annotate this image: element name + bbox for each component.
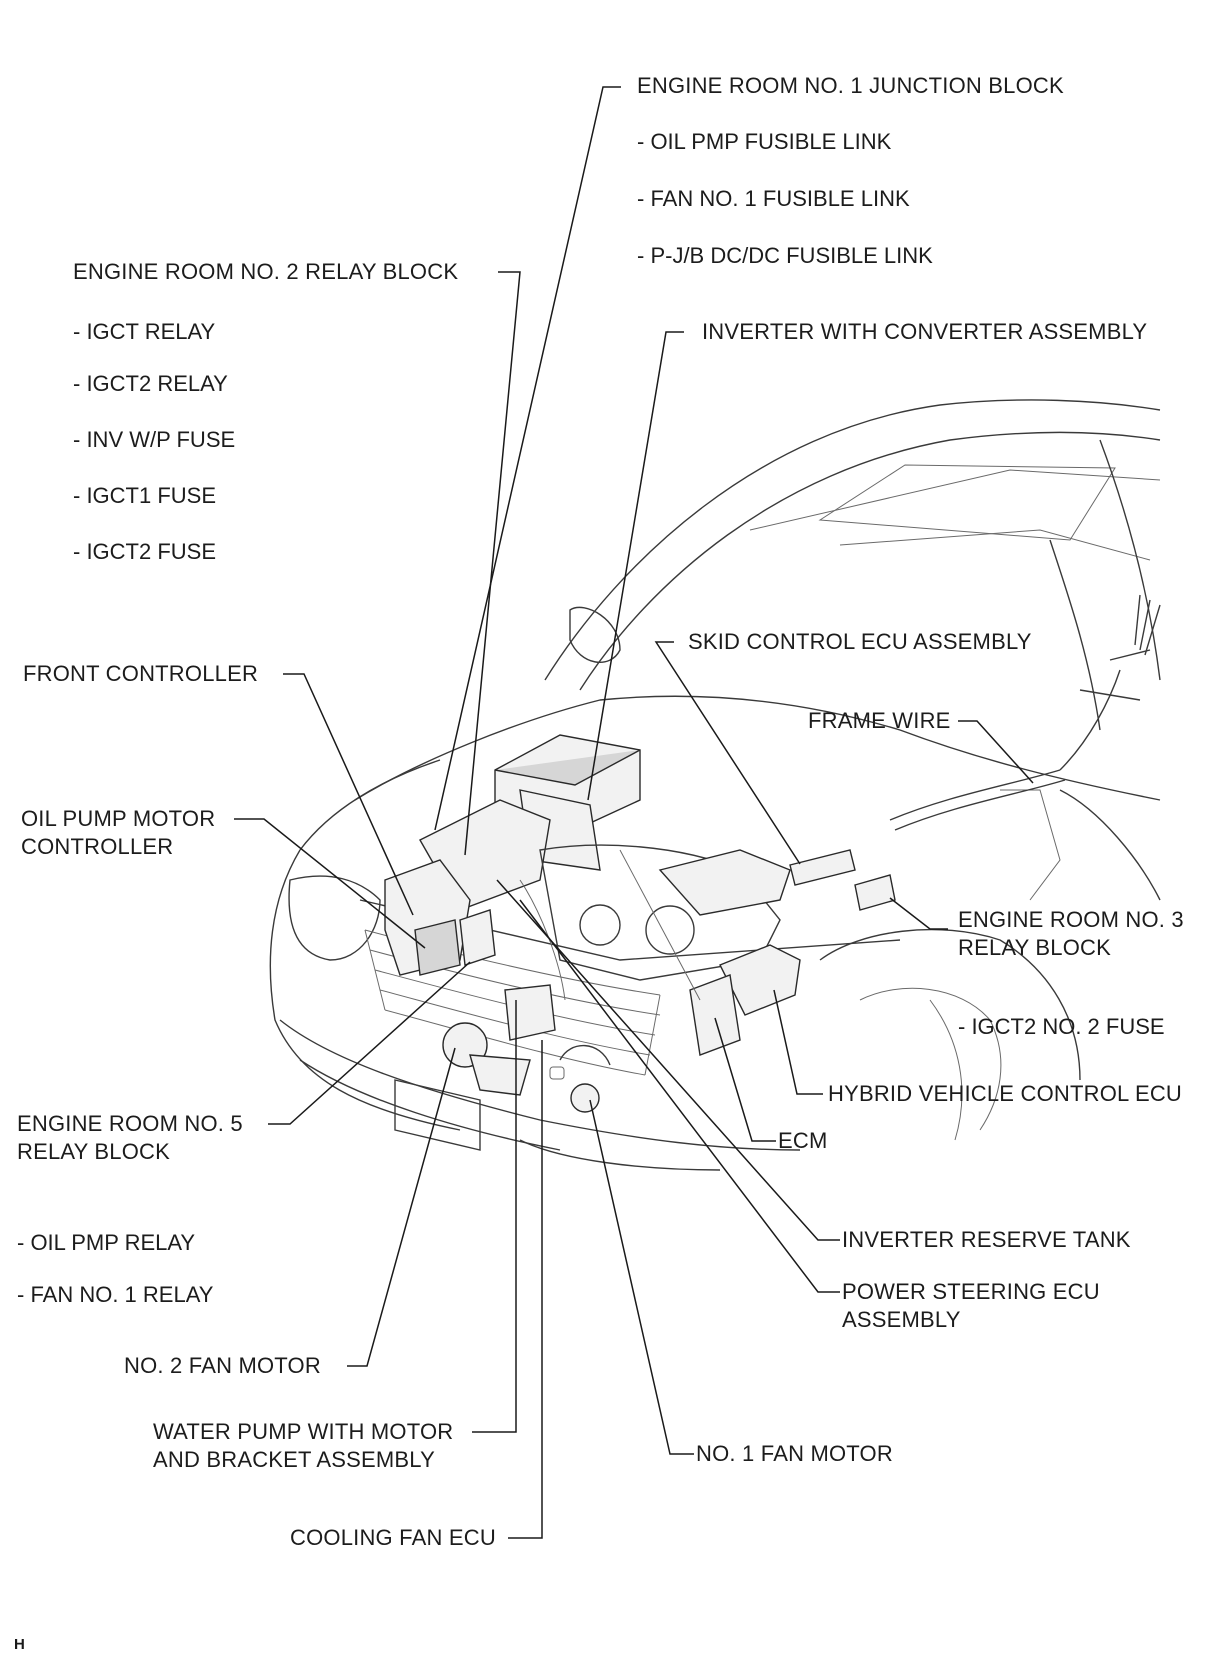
engine-components — [384, 734, 896, 1113]
label-hybrid-vehicle-control-ecu: HYBRID VEHICLE CONTROL ECU — [828, 1081, 1182, 1106]
label-inv-wp-fuse: - INV W/P FUSE — [73, 427, 236, 452]
label-oil-pump-motor-controller: OIL PUMP MOTOR CONTROLLER — [21, 805, 215, 861]
label-igct2-relay: - IGCT2 RELAY — [73, 371, 228, 396]
label-no2-fan-motor: NO. 2 FAN MOTOR — [124, 1353, 321, 1378]
label-oil-pmp-relay: - OIL PMP RELAY — [17, 1230, 196, 1255]
label-igct2-fuse: - IGCT2 FUSE — [73, 539, 217, 564]
label-power-steering-ecu-assembly: POWER STEERING ECU ASSEMBLY — [842, 1278, 1100, 1334]
label-engine-room-1-junction-block: ENGINE ROOM NO. 1 JUNCTION BLOCK — [637, 73, 1064, 98]
label-engine-room-2-relay-block: ENGINE ROOM NO. 2 RELAY BLOCK — [73, 259, 459, 284]
label-igct-relay: - IGCT RELAY — [73, 319, 216, 344]
label-line: AND BRACKET ASSEMBLY — [153, 1447, 435, 1472]
label-pjb-dcdc-fusible-link: - P-J/B DC/DC FUSIBLE LINK — [637, 243, 933, 268]
label-engine-room-3-relay-block: ENGINE ROOM NO. 3 RELAY BLOCK — [958, 906, 1184, 962]
figure-id: H — [14, 1636, 25, 1653]
label-fan-no1-fusible-link: - FAN NO. 1 FUSIBLE LINK — [637, 186, 910, 211]
label-water-pump-assembly: WATER PUMP WITH MOTOR AND BRACKET ASSEMB… — [153, 1418, 453, 1474]
label-cooling-fan-ecu: COOLING FAN ECU — [290, 1525, 496, 1550]
label-inverter-reserve-tank: INVERTER RESERVE TANK — [842, 1227, 1131, 1252]
label-line: RELAY BLOCK — [17, 1139, 171, 1164]
label-line: WATER PUMP WITH MOTOR — [153, 1419, 454, 1444]
car-body-outline — [269, 399, 1161, 1171]
label-line: OIL PUMP MOTOR — [21, 806, 216, 831]
label-igct1-fuse: - IGCT1 FUSE — [73, 483, 217, 508]
label-line: RELAY BLOCK — [958, 935, 1112, 960]
label-line: POWER STEERING ECU — [842, 1279, 1100, 1304]
label-line: ENGINE ROOM NO. 3 — [958, 907, 1184, 932]
label-line: CONTROLLER — [21, 834, 174, 859]
label-line: ENGINE ROOM NO. 5 — [17, 1111, 243, 1136]
label-front-controller: FRONT CONTROLLER — [23, 661, 259, 686]
label-line: ASSEMBLY — [842, 1307, 961, 1332]
label-engine-room-5-relay-block: ENGINE ROOM NO. 5 RELAY BLOCK — [17, 1110, 243, 1166]
label-inverter-with-converter-assembly: INVERTER WITH CONVERTER ASSEMBLY — [702, 319, 1148, 344]
label-ecm: ECM — [778, 1128, 828, 1153]
label-frame-wire: FRAME WIRE — [808, 708, 951, 733]
label-skid-control-ecu-assembly: SKID CONTROL ECU ASSEMBLY — [688, 629, 1032, 654]
leader-lines — [234, 86, 1034, 1539]
label-igct2-no2-fuse: - IGCT2 NO. 2 FUSE — [958, 1014, 1165, 1039]
label-no1-fan-motor: NO. 1 FAN MOTOR — [696, 1441, 893, 1466]
label-fan-no1-relay: - FAN NO. 1 RELAY — [17, 1282, 214, 1307]
label-oil-pmp-fusible-link: - OIL PMP FUSIBLE LINK — [637, 129, 892, 154]
